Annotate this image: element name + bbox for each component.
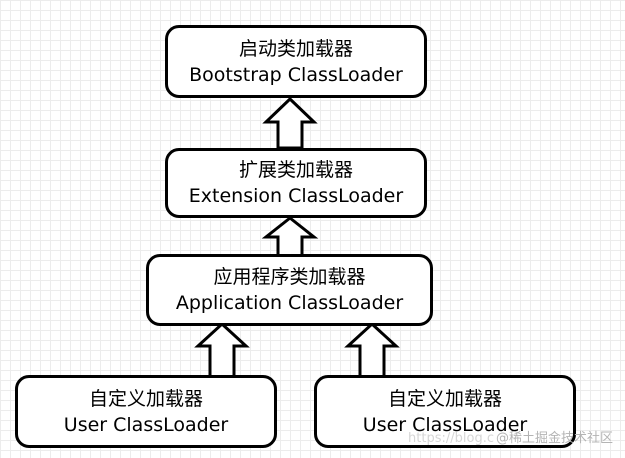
- extension-classloader-en: Extension ClassLoader: [188, 185, 404, 207]
- bootstrap-classloader-box: 启动类加载器 Bootstrap ClassLoader: [165, 25, 427, 98]
- arrow-user1-to-application: [194, 321, 250, 379]
- arrow-extension-to-bootstrap: [262, 96, 318, 150]
- user-classloader-left-zh: 自定义加载器: [88, 387, 203, 410]
- extension-classloader-zh: 扩展类加载器: [238, 159, 353, 181]
- user-classloader-left-en: User ClassLoader: [63, 413, 229, 436]
- arrow-application-to-extension: [261, 216, 319, 258]
- watermark: https://blog.c@稀土掘金技术社区: [408, 427, 613, 446]
- bootstrap-classloader-zh: 启动类加载器: [238, 37, 353, 60]
- application-classloader-box: 应用程序类加载器 Application ClassLoader: [146, 254, 433, 326]
- user-classloader-right-en: User ClassLoader: [362, 413, 528, 436]
- user-classloader-box-left: 自定义加载器 User ClassLoader: [15, 375, 277, 448]
- watermark-text: @稀土掘金技术社区: [495, 431, 613, 446]
- bootstrap-classloader-en: Bootstrap ClassLoader: [189, 63, 403, 86]
- application-classloader-zh: 应用程序类加载器: [213, 266, 366, 288]
- arrow-user2-to-application: [344, 321, 400, 379]
- user-classloader-right-zh: 自定义加载器: [387, 387, 502, 410]
- user-classloader-box-right: 自定义加载器 User ClassLoader: [314, 375, 576, 448]
- application-classloader-en: Application ClassLoader: [175, 292, 404, 314]
- watermark-url: https://blog.c: [408, 431, 494, 446]
- extension-classloader-box: 扩展类加载器 Extension ClassLoader: [165, 148, 427, 218]
